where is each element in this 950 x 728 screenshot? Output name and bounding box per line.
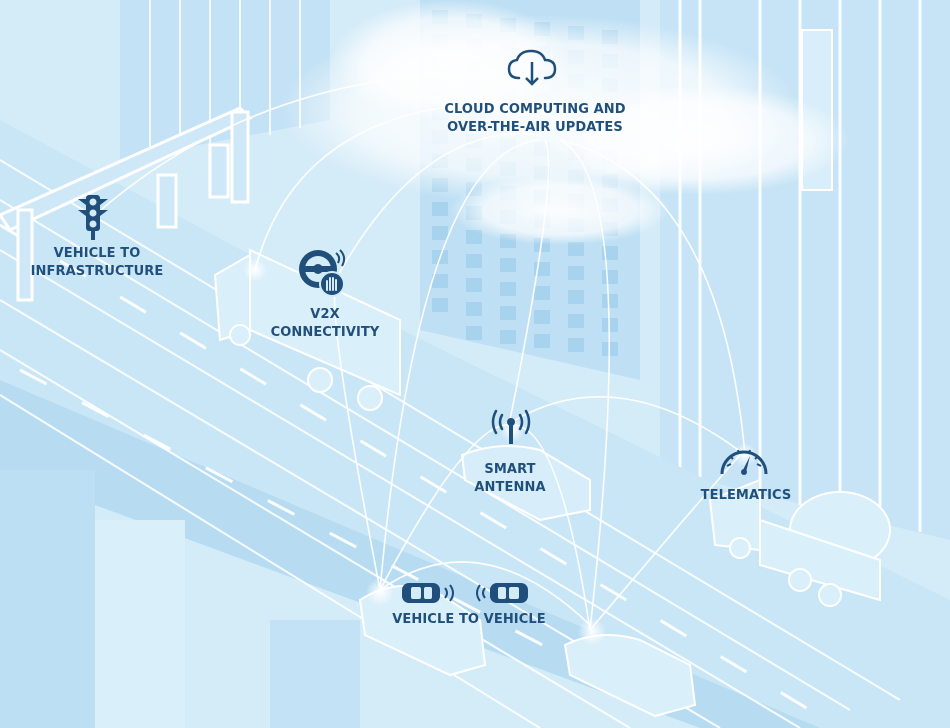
building-window	[602, 342, 618, 356]
traffic-light-icon	[78, 195, 108, 240]
label-vehicle-to-infrastructure: VEHICLE TO INFRASTRUCTURE	[30, 246, 164, 279]
building-window	[500, 330, 516, 344]
building-window	[466, 254, 482, 268]
building-window	[432, 298, 448, 312]
building-window	[432, 202, 448, 216]
cloud-download-icon	[507, 49, 557, 86]
antenna-signal-icon	[491, 409, 531, 444]
connection-arcs	[94, 71, 746, 631]
building-window	[500, 306, 516, 320]
steering-wheel-hand-icon	[299, 249, 346, 297]
building-window	[568, 290, 584, 304]
building-window	[568, 338, 584, 352]
building-window	[534, 286, 550, 300]
cloud-shape	[280, 0, 850, 245]
building-window	[500, 282, 516, 296]
label-vehicle-to-vehicle: VEHICLE TO VEHICLE	[392, 612, 546, 627]
building-left	[120, 0, 330, 160]
label-cloud-computing: CLOUD COMPUTING AND OVER-THE-AIR UPDATES	[444, 102, 626, 135]
building-window	[432, 226, 448, 240]
two-cars-signal-icon	[402, 583, 528, 603]
building-window	[500, 258, 516, 272]
building-window	[534, 310, 550, 324]
building-window	[466, 326, 482, 340]
building-window	[602, 318, 618, 332]
truck	[213, 248, 401, 411]
concrete-truck	[708, 478, 891, 607]
building-window	[602, 270, 618, 284]
label-telematics: TELEMATICS	[700, 488, 792, 503]
label-smart-antenna: SMART ANTENNA	[474, 462, 546, 495]
building-window	[602, 294, 618, 308]
car-v2v-right	[563, 634, 697, 718]
building-window	[466, 278, 482, 292]
building-window	[466, 230, 482, 244]
building-window	[568, 266, 584, 280]
building-window	[534, 334, 550, 348]
speedometer-icon	[720, 449, 768, 475]
building-window	[466, 302, 482, 316]
building-window	[568, 314, 584, 328]
building-window	[432, 274, 448, 288]
building-window	[568, 242, 584, 256]
label-v2x-connectivity: V2X CONNECTIVITY	[270, 307, 380, 340]
car-antenna	[460, 445, 591, 522]
